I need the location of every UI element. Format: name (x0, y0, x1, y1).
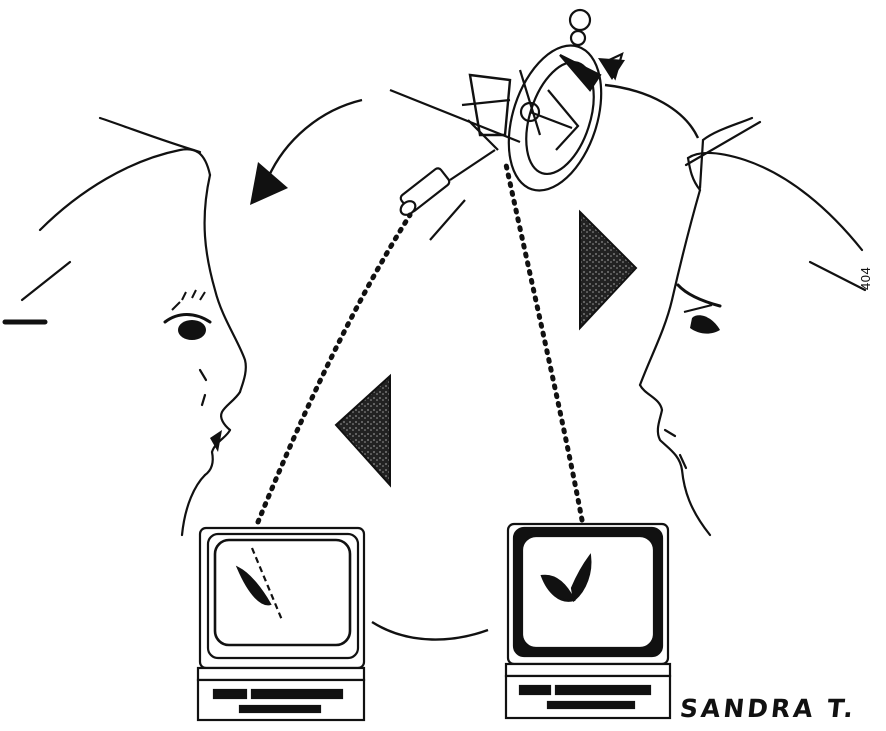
right-eye (684, 305, 720, 334)
satellite-dish (390, 10, 622, 202)
page-number: 404 (858, 260, 873, 290)
left-face (5, 118, 246, 535)
right-face (640, 118, 865, 535)
transmission-lines (258, 160, 582, 522)
speckled-triangles (336, 212, 636, 485)
microphone (398, 150, 495, 240)
artist-signature: SANDRA T. (678, 694, 857, 723)
right-computer (506, 524, 670, 718)
left-computer (198, 528, 364, 720)
